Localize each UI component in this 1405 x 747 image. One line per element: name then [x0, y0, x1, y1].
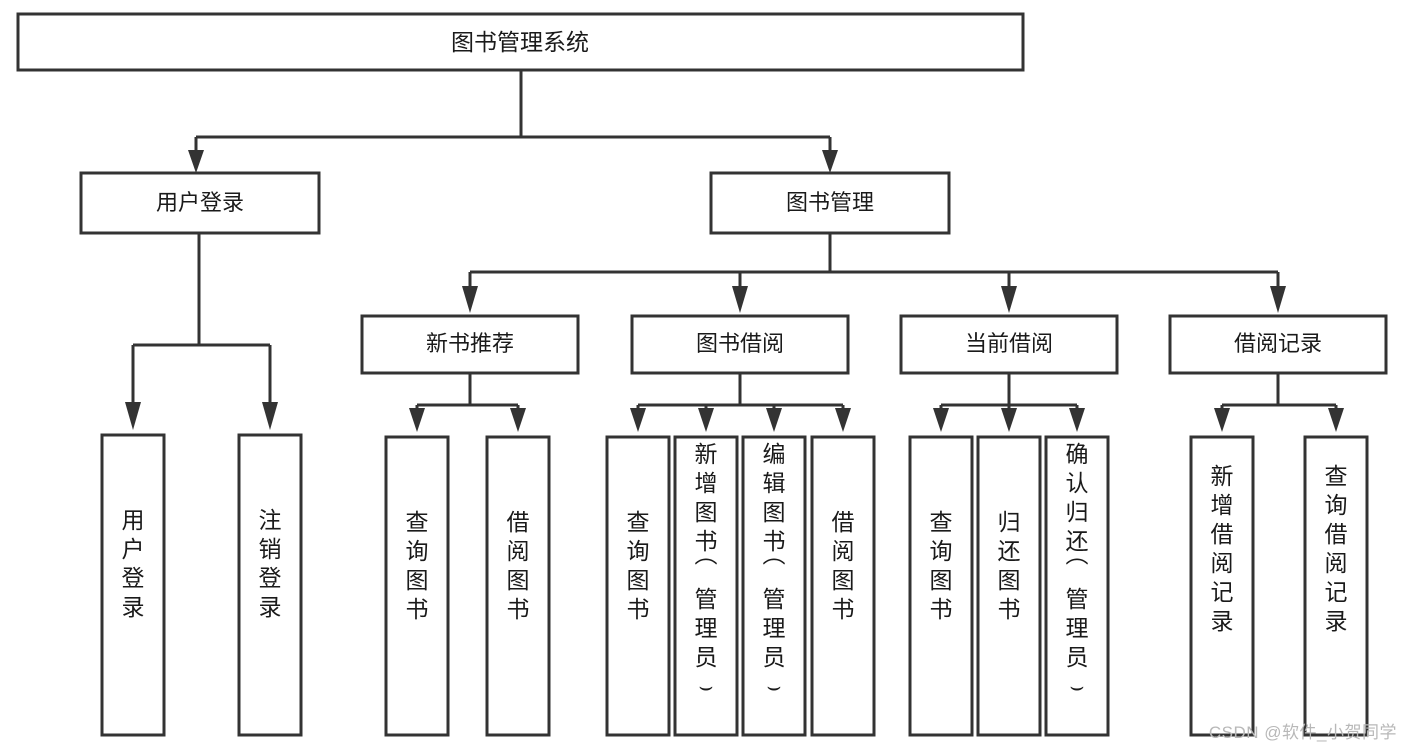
node-book-manage[interactable]: 图书管理 — [709, 171, 951, 235]
node-leaf-borrow-book-1-label: 借阅图书 — [507, 509, 530, 622]
node-leaf-query-book-3-label: 查询图书 — [930, 509, 953, 622]
node-current-borrow-label: 当前借阅 — [965, 331, 1053, 356]
node-new-book-recommend-label: 新书推荐 — [426, 331, 514, 356]
connectors-root-to-level1 — [188, 70, 838, 173]
arrow-to-book-manage — [822, 150, 838, 173]
node-book-borrow-label: 图书借阅 — [696, 331, 784, 356]
node-user-login-label: 用户登录 — [156, 190, 244, 215]
node-leaf-borrow-book-2-box — [810, 435, 876, 737]
arrow-to-leaf-query-book-1 — [409, 408, 425, 432]
node-current-borrow[interactable]: 当前借阅 — [899, 314, 1119, 375]
arrow-to-leaf-confirm-return — [1069, 408, 1085, 432]
node-book-borrow-box — [630, 314, 850, 375]
node-user-login[interactable]: 用户登录 — [79, 171, 321, 235]
node-borrow-record-box — [1168, 314, 1388, 375]
node-user-login-box — [79, 171, 321, 235]
node-leaf-query-record-label: 查询借阅记录 — [1325, 463, 1348, 634]
arrow-to-new-book-recommend — [462, 286, 478, 313]
node-leaf-confirm-return-box — [1044, 435, 1110, 737]
arrow-to-leaf-query-record — [1328, 408, 1344, 432]
node-leaf-query-record-box — [1303, 435, 1369, 737]
node-leaf-query-book-1-label: 查询图书 — [406, 509, 429, 622]
node-leaf-user-logout-box — [237, 433, 303, 737]
node-leaf-borrow-book-2-label: 借阅图书 — [832, 509, 855, 622]
node-leaf-add-book-label: 新增图书⌒管理员⌣ — [695, 441, 718, 699]
arrow-to-leaf-add-book — [698, 408, 714, 432]
node-leaf-query-book-3[interactable]: 查询图书 — [908, 435, 974, 737]
arrow-to-book-borrow — [732, 286, 748, 313]
node-book-manage-label: 图书管理 — [786, 190, 874, 215]
node-root-label: 图书管理系统 — [451, 29, 589, 55]
node-book-manage-box — [709, 171, 951, 235]
arrow-to-leaf-edit-book — [766, 408, 782, 432]
arrow-to-leaf-borrow-book-1 — [510, 408, 526, 432]
connectors-current-borrow-to-leaves — [933, 373, 1085, 432]
node-borrow-record[interactable]: 借阅记录 — [1168, 314, 1388, 375]
arrow-to-current-borrow — [1001, 286, 1017, 313]
node-root[interactable]: 图书管理系统 — [16, 12, 1025, 72]
node-leaf-user-login[interactable]: 用户登录 — [100, 433, 166, 737]
node-leaf-user-login-box — [100, 433, 166, 737]
arrow-to-leaf-user-logout — [262, 402, 278, 430]
node-leaf-query-book-2-box — [605, 435, 671, 737]
node-leaf-return-book-box — [976, 435, 1042, 737]
node-book-borrow[interactable]: 图书借阅 — [630, 314, 850, 375]
node-leaf-borrow-book-1-box — [485, 435, 551, 737]
node-new-book-recommend-box — [360, 314, 580, 375]
node-leaf-user-login-label: 用户登录 — [122, 507, 145, 620]
node-leaf-add-book[interactable]: 新增图书⌒管理员⌣ — [673, 435, 739, 737]
arrow-to-leaf-add-record — [1214, 408, 1230, 432]
node-leaf-confirm-return-label: 确认归还⌒管理员⌣ — [1066, 441, 1089, 699]
csdn-watermark: CSDN @软件_小贺同学 — [1208, 723, 1397, 742]
node-leaf-confirm-return[interactable]: 确认归还⌒管理员⌣ — [1044, 435, 1110, 737]
arrow-to-leaf-borrow-book-2 — [835, 408, 851, 432]
node-leaf-query-book-1-box — [384, 435, 450, 737]
arrow-to-leaf-return-book — [1001, 408, 1017, 432]
connectors-book-borrow-to-leaves — [630, 373, 851, 432]
node-leaf-query-book-2[interactable]: 查询图书 — [605, 435, 671, 737]
node-borrow-record-label: 借阅记录 — [1234, 331, 1322, 356]
connectors-user-login-to-leaves — [125, 233, 278, 430]
node-leaf-borrow-book-2[interactable]: 借阅图书 — [810, 435, 876, 737]
node-leaf-edit-book-box — [741, 435, 807, 737]
node-leaf-query-book-1[interactable]: 查询图书 — [384, 435, 450, 737]
arrow-to-leaf-user-login — [125, 402, 141, 430]
node-new-book-recommend[interactable]: 新书推荐 — [360, 314, 580, 375]
arrow-to-leaf-query-book-2 — [630, 408, 646, 432]
node-leaf-query-book-2-label: 查询图书 — [627, 509, 650, 622]
node-leaf-add-record[interactable]: 新增借阅记录 — [1189, 435, 1255, 737]
arrow-to-user-login — [188, 150, 204, 173]
node-leaf-borrow-book-1[interactable]: 借阅图书 — [485, 435, 551, 737]
connectors-borrow-record-to-leaves — [1214, 373, 1344, 432]
node-leaf-add-record-box — [1189, 435, 1255, 737]
node-leaf-return-book[interactable]: 归还图书 — [976, 435, 1042, 737]
node-leaf-user-logout[interactable]: 注销登录 — [237, 433, 303, 737]
node-leaf-query-record[interactable]: 查询借阅记录 — [1303, 435, 1369, 737]
node-leaf-user-logout-label: 注销登录 — [259, 507, 282, 620]
node-leaf-add-book-box — [673, 435, 739, 737]
node-leaf-edit-book[interactable]: 编辑图书⌒管理员⌣ — [741, 435, 807, 737]
arrow-to-borrow-record — [1270, 286, 1286, 313]
connectors-new-book-to-leaves — [409, 373, 526, 432]
node-leaf-add-record-label: 新增借阅记录 — [1211, 463, 1234, 634]
node-leaf-edit-book-label: 编辑图书⌒管理员⌣ — [763, 441, 786, 699]
arrow-to-leaf-query-book-3 — [933, 408, 949, 432]
node-current-borrow-box — [899, 314, 1119, 375]
connectors-book-manage-to-level2 — [462, 233, 1286, 313]
node-root-box — [16, 12, 1025, 72]
node-leaf-return-book-label: 归还图书 — [998, 509, 1021, 622]
node-leaf-query-book-3-box — [908, 435, 974, 737]
